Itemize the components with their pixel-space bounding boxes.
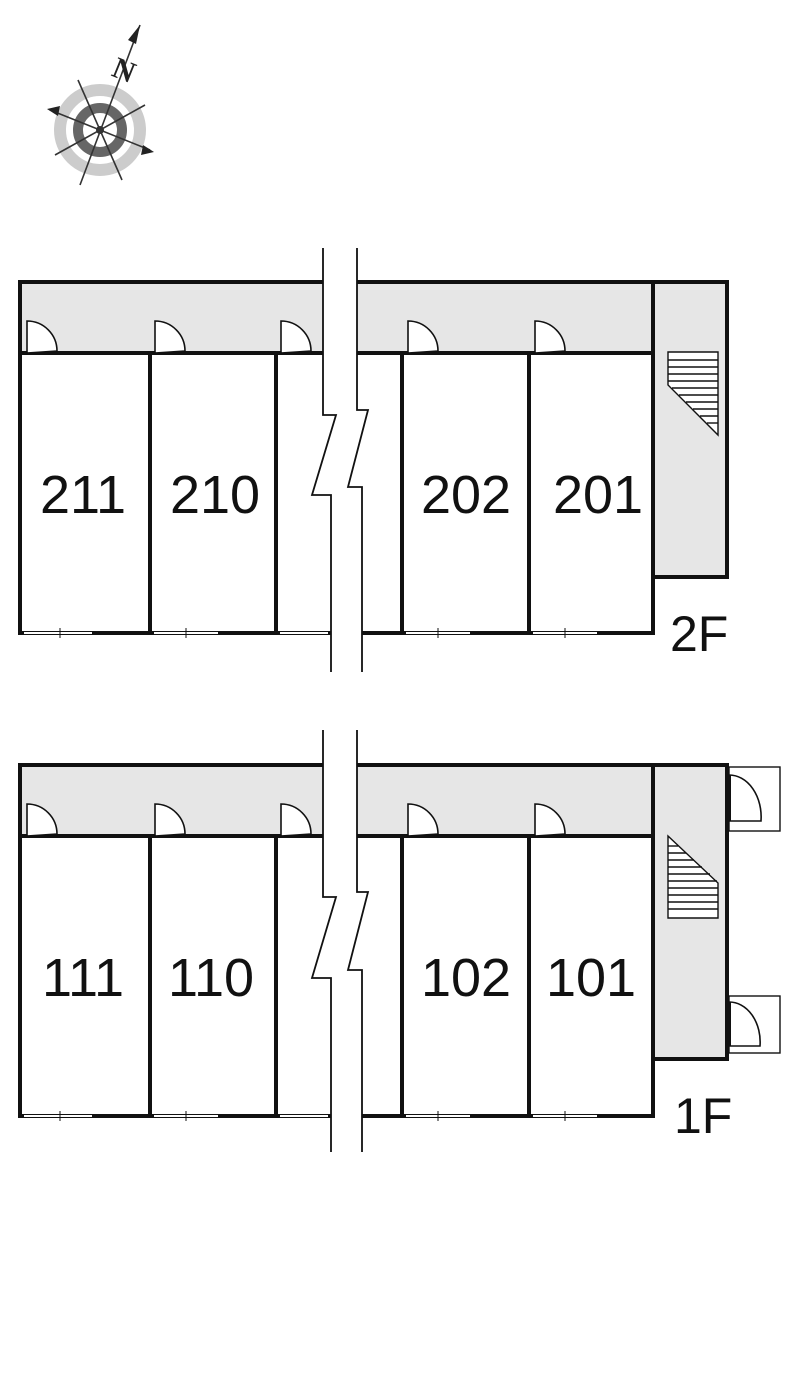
room-110-label: 110 xyxy=(168,948,254,1008)
floor-1f-label: 1F xyxy=(674,1088,732,1144)
door-icons xyxy=(26,803,566,837)
door-icons xyxy=(26,320,566,354)
room-101-label: 101 xyxy=(546,948,636,1008)
room-202-label: 202 xyxy=(421,465,511,525)
room-111-label: 111 xyxy=(42,948,124,1008)
break-line xyxy=(310,248,370,672)
entrance-door-icon xyxy=(727,766,781,832)
stairs-icon xyxy=(667,834,719,919)
floor-2f: 211 210 202 201 2F xyxy=(18,248,729,672)
north-label: N xyxy=(108,51,141,90)
stairs-icon xyxy=(667,351,719,437)
floor-1f: 111 110 102 101 1F xyxy=(18,730,781,1152)
room-102-label: 102 xyxy=(421,948,511,1008)
room-201-label: 201 xyxy=(553,465,643,525)
entrance-door-icon xyxy=(727,995,781,1054)
room-211-label: 211 xyxy=(40,465,126,525)
floor-2f-label: 2F xyxy=(670,606,728,662)
compass-icon: N xyxy=(47,24,154,186)
break-line xyxy=(310,730,370,1152)
room-210-label: 210 xyxy=(170,465,260,525)
